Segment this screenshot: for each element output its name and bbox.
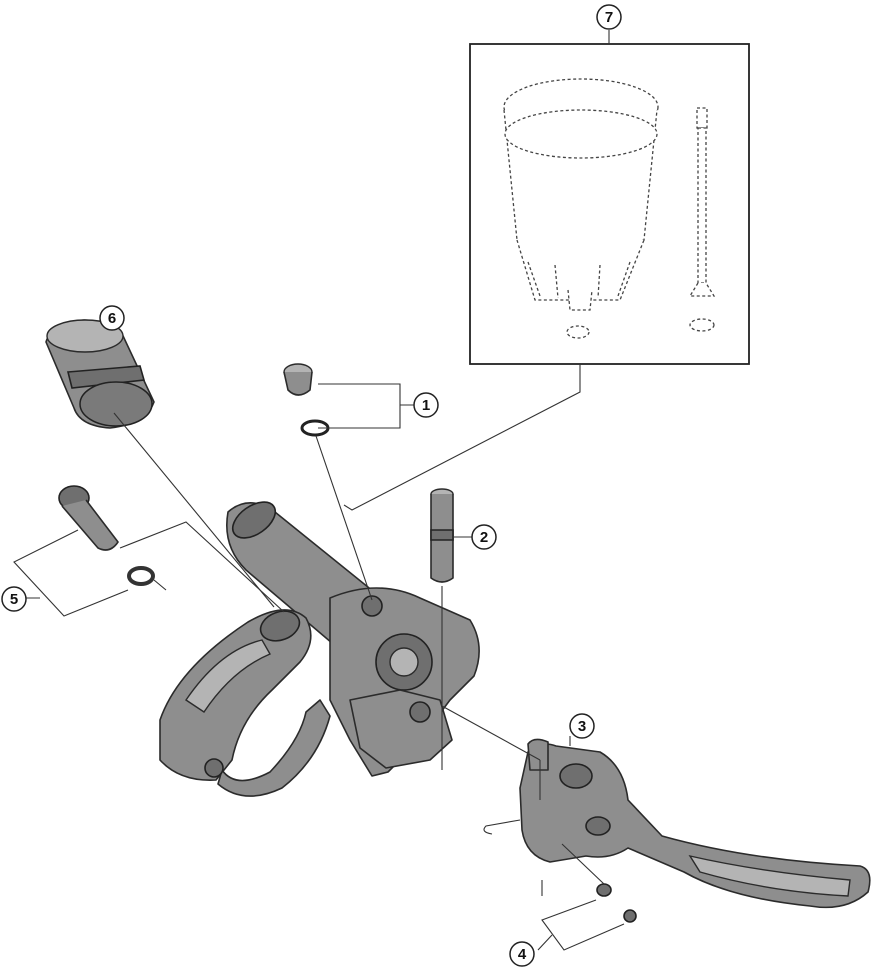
svg-text:2: 2 [480, 529, 488, 546]
clamp-bolt-part [58, 485, 155, 586]
callout-5: 5 [1, 586, 27, 612]
pivot-pin-part [430, 488, 454, 583]
grip-sleeve-part [45, 319, 155, 429]
callout-3: 3 [569, 713, 595, 739]
callout-2: 2 [471, 524, 497, 550]
bleed-screw-part [283, 363, 330, 437]
svg-text:4: 4 [518, 946, 527, 963]
bleed-kit-inset [469, 30, 750, 365]
svg-text:1: 1 [422, 397, 430, 414]
callout-4: 4 [509, 941, 535, 967]
callout-1: 1 [413, 392, 439, 418]
svg-text:7: 7 [605, 9, 613, 26]
svg-text:3: 3 [578, 718, 586, 735]
svg-text:5: 5 [10, 591, 18, 608]
lever-blade-part [483, 738, 871, 909]
callout-6: 6 [99, 305, 125, 331]
callout-7: 7 [596, 4, 622, 30]
bleed-tool-icon [688, 107, 716, 332]
svg-text:6: 6 [108, 310, 116, 327]
adjust-pin-part [596, 883, 637, 923]
bleed-funnel-icon [503, 78, 659, 339]
